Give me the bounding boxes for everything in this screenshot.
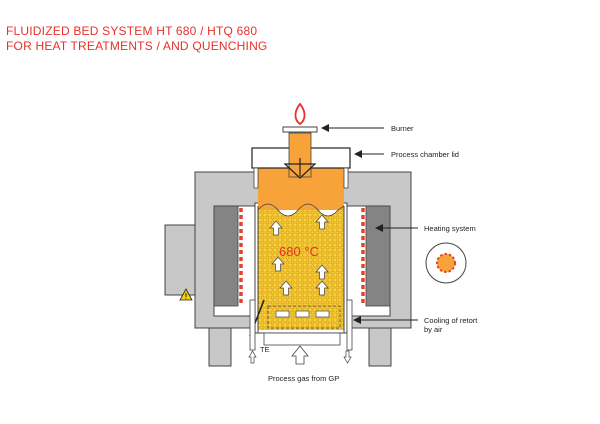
gas-inlet-arrow-icon (291, 345, 309, 365)
process-gas-label: Process gas from GP (268, 374, 340, 383)
burner-label: Burner (391, 124, 414, 133)
flame-icon (294, 102, 306, 126)
gas-distributor (267, 305, 341, 329)
heating-element-icon (425, 242, 467, 284)
air-cooling-pipes (248, 299, 353, 364)
temperature-label: 680 °C (279, 244, 319, 259)
process-chamber-lid (251, 132, 351, 189)
diagram-title-line2: FOR HEAT TREATMENTS / AND QUENCHING (6, 39, 268, 53)
gas-flow-arrows (269, 214, 329, 296)
fluidized-bed (258, 204, 344, 330)
process-gas-inlet (263, 332, 341, 365)
heating-element-left (213, 205, 243, 307)
diagram-title-line1: FLUIDIZED BED SYSTEM HT 680 / HTQ 680 (6, 24, 258, 38)
heating-system-label: Heating system (424, 224, 476, 233)
air-in-arrow-icon (248, 350, 257, 364)
cooling-label-line1: Cooling of retort (424, 316, 478, 325)
retort (254, 166, 348, 334)
te-label: TE (260, 345, 270, 354)
heating-element-right (361, 205, 391, 307)
air-out-arrow-icon (343, 350, 352, 364)
cooling-label-line2: by air (424, 325, 443, 334)
lid-label: Process chamber lid (391, 150, 459, 159)
warning-icon (179, 288, 193, 301)
burner (282, 102, 318, 133)
